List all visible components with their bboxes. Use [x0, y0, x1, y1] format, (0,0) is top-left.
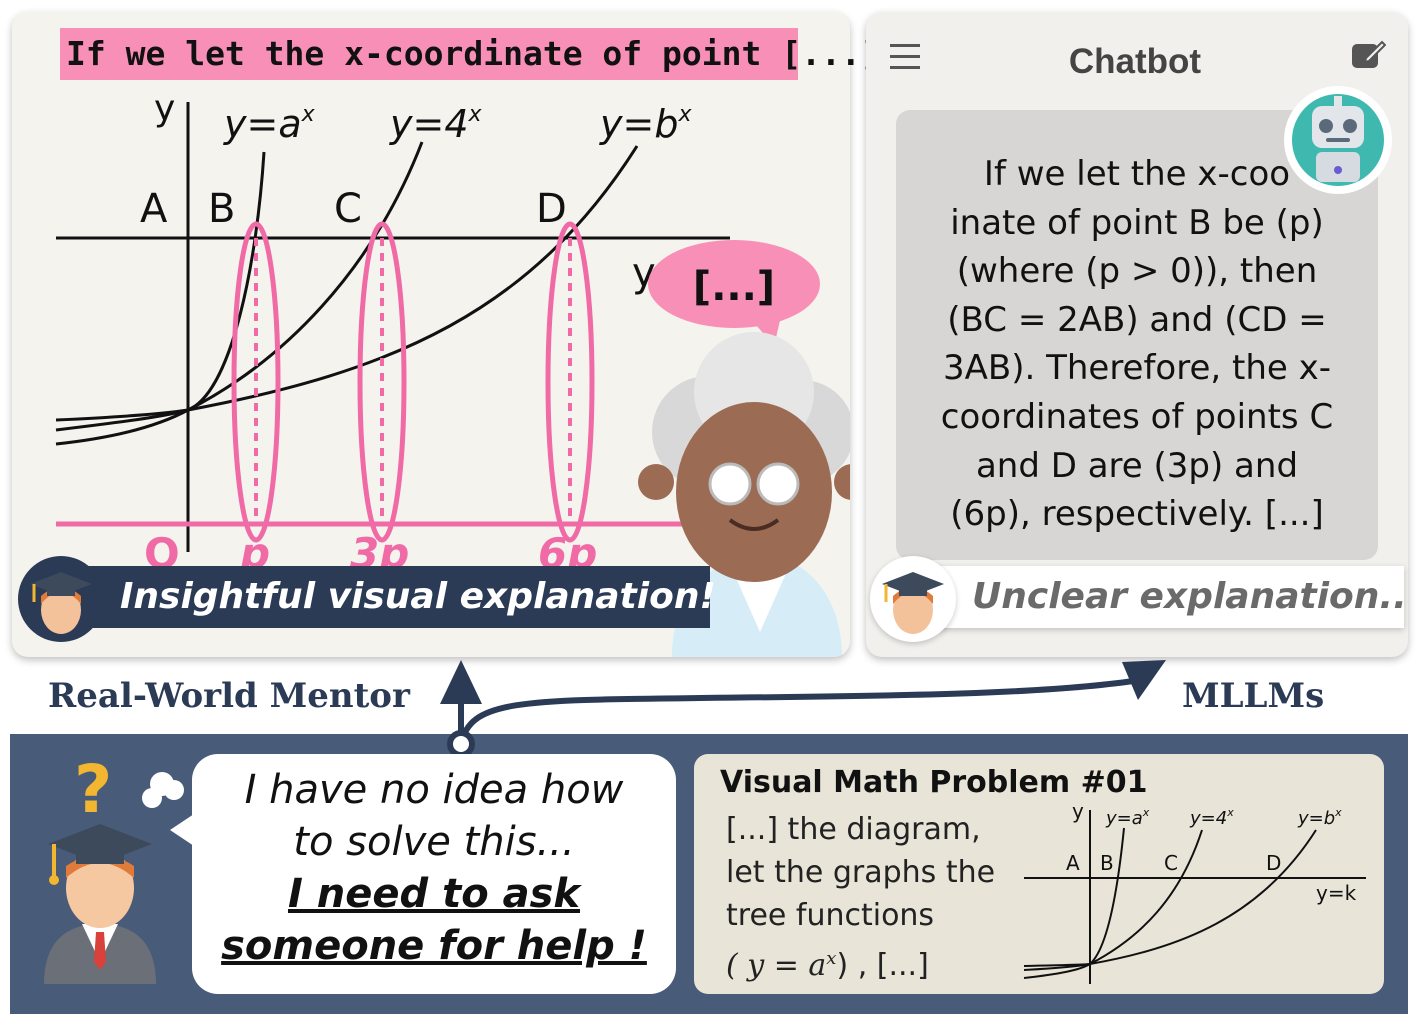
- student-avatar: ?: [44, 751, 184, 984]
- response-line-8: (6p), respectively. [...]: [950, 494, 1324, 535]
- problem-curve-label-a: y=ax: [1105, 806, 1150, 829]
- hamburger-menu-icon[interactable]: [890, 42, 922, 72]
- mllm-label: MLLMs: [1182, 676, 1325, 716]
- question-mark-icon: ?: [74, 751, 112, 828]
- problem-body: [...] the diagram, let the graphs the tr…: [726, 808, 1026, 987]
- point-label-a: A: [140, 186, 168, 232]
- problem-line-1: [...] the diagram,: [726, 812, 981, 847]
- curve-label-a: y=ax: [223, 102, 316, 146]
- problem-curve-label-4: y=4x: [1189, 806, 1234, 829]
- ellipse-6p: [545, 221, 595, 543]
- flow-arrows: [440, 660, 1166, 758]
- response-line-1: If we let the x-coo: [983, 154, 1291, 194]
- graduate-icon: [882, 572, 944, 634]
- problem-point-d: D: [1266, 851, 1281, 875]
- problem-point-c: C: [1164, 851, 1178, 875]
- mentor-panel: y y=ax y=4x y=bx A B C D y O p 3p 6p [..…: [12, 12, 850, 657]
- arrow-to-mllm: [458, 677, 1141, 745]
- student-line-2: to solve this...: [293, 819, 575, 865]
- mentor-speech-text: [...]: [693, 264, 775, 310]
- edit-icon[interactable]: [1352, 40, 1386, 72]
- point-label-c: C: [334, 186, 362, 232]
- problem-card: [694, 754, 1384, 994]
- mentor-graph: y y=ax y=4x y=bx A B C D y O p 3p 6p [..…: [55, 88, 850, 657]
- robot-avatar: [1284, 86, 1392, 194]
- problem-line-label: y=k: [1316, 881, 1357, 905]
- student-line-3: I need to ask: [287, 871, 581, 917]
- student-badge-avatar-chat: [870, 556, 956, 642]
- problem-graph: y y=ax y=4x y=bx A B C D y=k: [1023, 799, 1366, 984]
- graduate-icon: [30, 572, 92, 634]
- problem-line-2: let the graphs the: [726, 855, 996, 890]
- arrow-origin-dot: [447, 730, 475, 758]
- point-label-b: B: [208, 186, 235, 232]
- mentor-label: Real-World Mentor: [48, 676, 410, 716]
- curve-label-b: y=bx: [599, 102, 692, 146]
- response-line-5: 3AB). Therefore, the x-: [942, 348, 1331, 389]
- response-line-3: (where (p > 0)), then: [956, 251, 1318, 292]
- problem-line-3: tree functions: [726, 898, 935, 933]
- student-badge-avatar: [18, 556, 104, 642]
- mentor-speech-bubble: [...]: [648, 240, 820, 346]
- teacher-avatar: [638, 332, 850, 657]
- arrow-head-up-icon: [440, 660, 482, 704]
- student-speech-bubble: [192, 754, 676, 994]
- y-axis-label: y: [154, 88, 175, 129]
- problem-point-a: A: [1066, 851, 1080, 875]
- mentor-feedback-banner: Insightful visual explanation!: [20, 566, 716, 628]
- student-line-4: someone for help !: [221, 923, 647, 969]
- arrow-head-right-icon: [1122, 660, 1166, 700]
- response-line-2: inate of point B be (p): [950, 202, 1324, 243]
- problem-title: Visual Math Problem #01: [720, 765, 1148, 800]
- problem-line-4: ( y = ax) , [...]: [726, 948, 929, 983]
- problem-y-label: y: [1072, 799, 1084, 823]
- mentor-quote: If we let the x-coordinate of point [...…: [60, 28, 881, 80]
- chatbot-title: Chatbot: [1068, 42, 1202, 81]
- response-line-7: and D are (3p) and: [975, 445, 1299, 486]
- curve-label-4: y=4x: [389, 102, 483, 146]
- ellipse-3p: [357, 221, 407, 543]
- student-speech-text: I have no idea how to solve this... I ne…: [192, 764, 676, 972]
- student-line-1: I have no idea how: [244, 767, 624, 813]
- point-label-d: D: [536, 186, 567, 232]
- speech-tail-icon: [170, 810, 200, 850]
- problem-point-b: B: [1100, 851, 1114, 875]
- response-line-6: coordinates of points C: [940, 396, 1334, 437]
- chatbot-response-text: If we let the x-coo inate of point B be …: [902, 150, 1372, 539]
- chatbot-response-bubble: [896, 110, 1378, 560]
- problem-curve-label-b: y=bx: [1297, 806, 1342, 829]
- chatbot-feedback-banner: Unclear explanation..: [904, 566, 1407, 628]
- response-line-4: (BC = 2AB) and (CD =: [947, 299, 1327, 340]
- ellipse-p: [231, 221, 281, 543]
